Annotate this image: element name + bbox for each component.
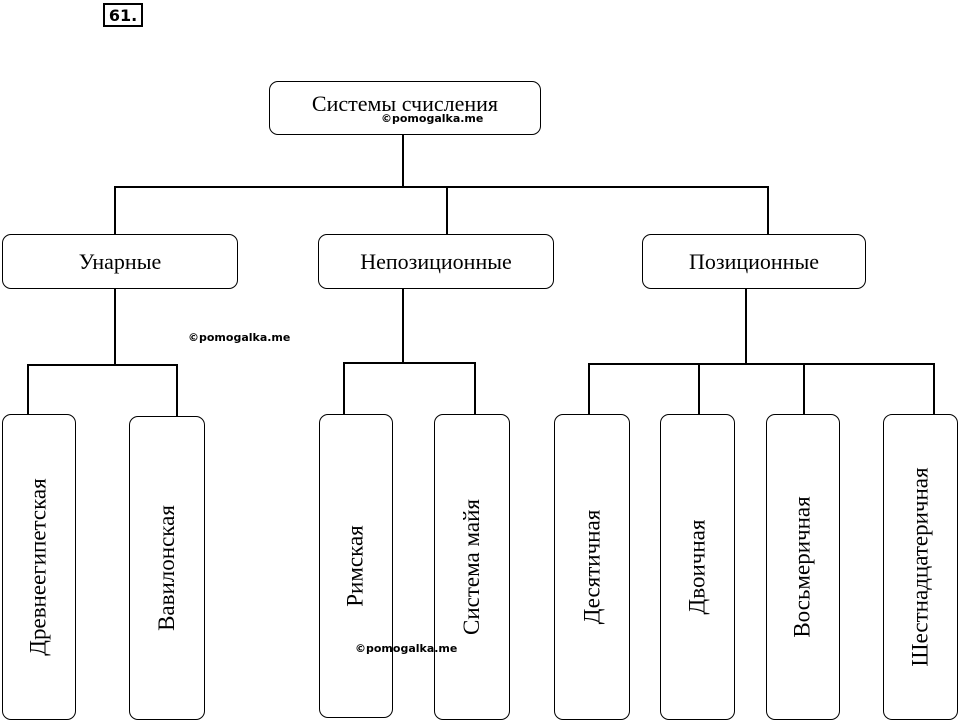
leaf-label: Древнеегипетская: [26, 478, 51, 656]
category-positional: Позиционные: [642, 234, 866, 289]
connector-line: [402, 289, 404, 363]
leaf-label: Римская: [343, 525, 369, 607]
root-node: Системы счисления: [269, 81, 541, 135]
watermark: ©pomogalka.me: [355, 642, 458, 655]
connector-line: [27, 364, 29, 414]
leaf-label: Двоичная: [684, 519, 710, 615]
leaf-egyptian: Древнеегипетская: [2, 414, 76, 720]
leaf-roman: Римская: [319, 414, 393, 718]
connector-line: [474, 362, 476, 414]
connector-line: [343, 362, 345, 414]
watermark: ©pomogalka.me: [188, 331, 291, 344]
category-label: Унарные: [78, 248, 162, 274]
leaf-label: Десятичная: [579, 509, 604, 625]
leaf-label: Вавилонская: [154, 505, 180, 631]
connector-line: [933, 363, 935, 414]
connector-line: [114, 186, 116, 234]
connector-line: [588, 363, 590, 414]
leaf-babylonian: Вавилонская: [129, 416, 205, 720]
category-label: Позиционные: [689, 248, 819, 274]
connector-line: [588, 363, 935, 365]
category-nonpositional: Непозиционные: [318, 234, 554, 289]
connector-line: [767, 186, 769, 234]
connector-line: [745, 289, 747, 364]
connector-line: [446, 186, 448, 234]
leaf-label: Восьмеричная: [790, 496, 816, 638]
category-label: Непозиционные: [360, 248, 512, 274]
leaf-decimal: Десятичная: [554, 414, 630, 720]
root-label: Системы счисления: [311, 91, 499, 116]
connector-line: [402, 135, 404, 187]
leaf-hexadecimal: Шестнадцатеричная: [883, 414, 958, 720]
connector-line: [176, 364, 178, 416]
connector-line: [114, 289, 116, 365]
connector-line: [803, 363, 805, 414]
connector-line: [698, 363, 700, 414]
problem-number: 61.: [103, 3, 143, 27]
leaf-octal: Восьмеричная: [766, 414, 840, 720]
connector-line: [27, 364, 178, 366]
leaf-binary: Двоичная: [660, 414, 735, 720]
connector-line: [114, 186, 768, 188]
leaf-maya: Система майя: [434, 414, 510, 720]
connector-line: [343, 362, 476, 364]
leaf-label: Шестнадцатеричная: [907, 467, 933, 667]
leaf-label: Система майя: [459, 499, 484, 635]
watermark: ©pomogalka.me: [381, 112, 484, 125]
category-unary: Унарные: [2, 234, 238, 289]
